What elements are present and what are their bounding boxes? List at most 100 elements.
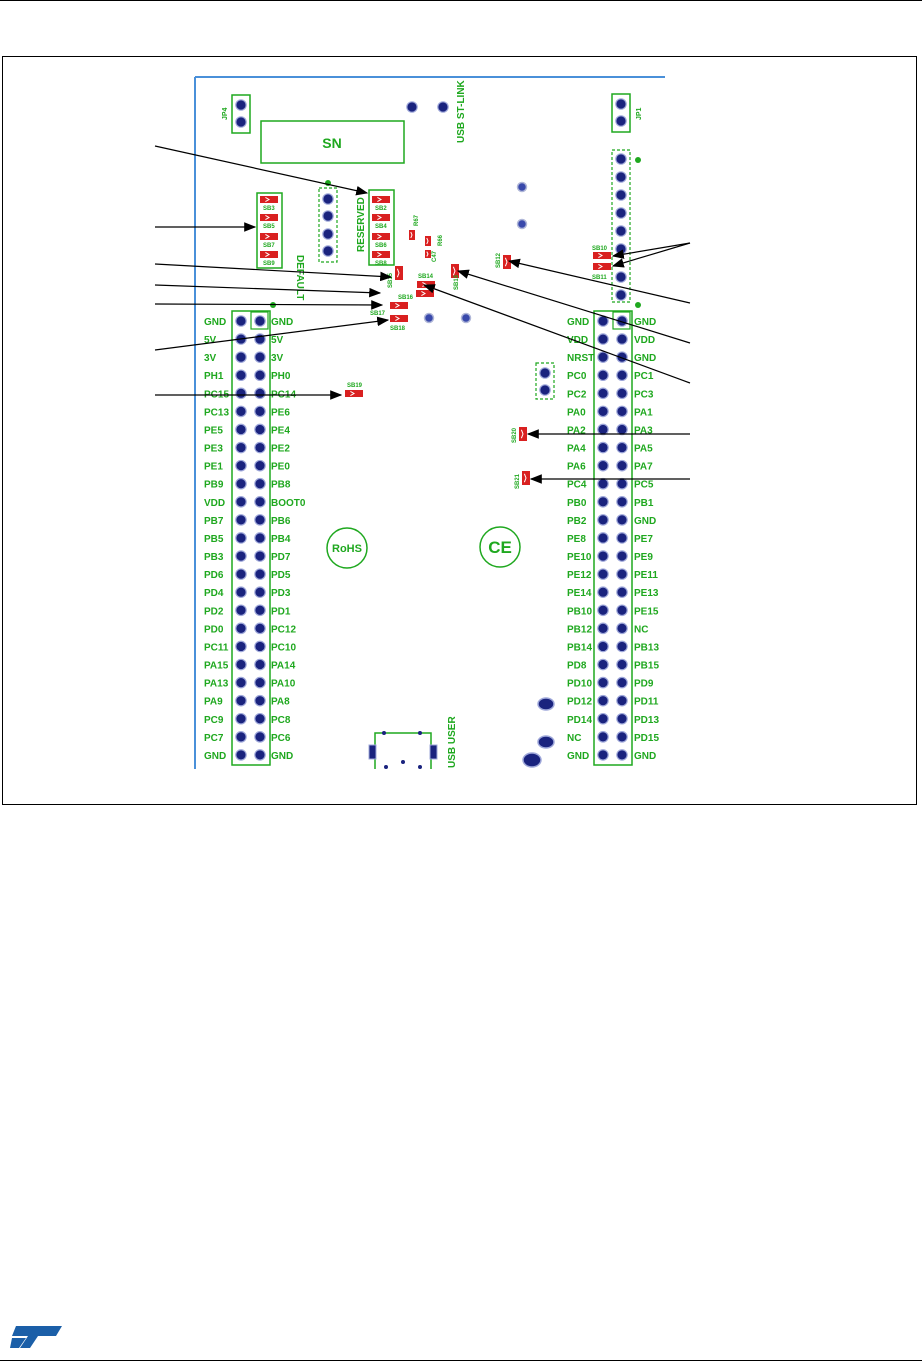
pin-pad: [235, 731, 247, 743]
right-outer-pin-label: PE15: [634, 606, 659, 617]
right-outer-pin-label: GND: [634, 751, 656, 762]
left-inner-pin-label: PD1: [271, 606, 291, 617]
pin-pad: [597, 676, 609, 689]
right-outer-pin-label: VDD: [634, 335, 655, 346]
left-outer-pin-label: PD6: [204, 570, 224, 581]
pin-pad: [597, 712, 609, 725]
stlink-pad: [437, 101, 449, 113]
callout-arrow: [611, 242, 691, 268]
right-outer-pin-label: PC5: [634, 480, 654, 491]
left-outer-pin-label: PD4: [204, 588, 224, 599]
pin-pad: [254, 694, 266, 707]
sb17-label: SB17: [370, 311, 386, 317]
right-outer-pin-label: PE9: [634, 552, 653, 563]
pin-pad: [235, 423, 247, 436]
bridge-mark: [504, 257, 508, 267]
bridge-mark: [377, 233, 382, 240]
jp4-box: [231, 94, 251, 134]
jp1-label: JP1: [636, 107, 643, 120]
left-inner-pin-label: 5V: [271, 335, 284, 346]
pin-pad: [616, 405, 628, 418]
right-inner-pin-label: PB2: [567, 516, 587, 527]
pin-pad: [615, 243, 627, 255]
pin-pad: [322, 193, 334, 205]
bridge-mark: [265, 196, 270, 203]
pin-pad: [616, 586, 628, 598]
pin-pad: [322, 228, 334, 240]
pin-pad: [616, 749, 628, 761]
right-inner-pin-label: PE8: [567, 534, 586, 545]
pin-pad: [322, 245, 334, 257]
sb-label: SB9: [263, 261, 275, 267]
left-outer-pin-label: PC11: [204, 642, 229, 653]
pin-pad: [254, 459, 266, 472]
aux-header-box: [535, 362, 555, 400]
right-inner-pin-label: VDD: [567, 335, 588, 346]
pin-pad: [597, 550, 609, 562]
left-inner-pin-label: PA14: [271, 661, 296, 672]
pin-pad: [235, 550, 247, 562]
pin-pad: [235, 351, 247, 363]
pin-pad: [597, 333, 609, 345]
right-outer-pin-label: PD9: [634, 679, 654, 690]
left-outer-pin-label: PB9: [204, 480, 224, 491]
pin-pad: [254, 495, 266, 508]
left-inner-pin-label: PC8: [271, 715, 291, 726]
right-outer-pin-label: GND: [634, 353, 656, 364]
bridge-mark: [523, 473, 527, 483]
pin-pad: [597, 351, 609, 363]
pin-pad: [597, 423, 609, 436]
pin-pad: [616, 532, 628, 544]
pin-pad: [616, 694, 628, 707]
right-outer-pin-label: PA1: [634, 407, 653, 418]
pin-pad: [235, 387, 247, 400]
default-label: DEFAULT: [294, 255, 305, 300]
pin-pad: [616, 604, 628, 617]
r66-label: R66: [438, 234, 444, 246]
sb-label: SB5: [263, 224, 275, 230]
pin-pad: [615, 153, 627, 165]
pin1-dot: [635, 157, 641, 163]
right-inner-pin-label: PC4: [567, 480, 587, 491]
right-outer-pin-label: PA3: [634, 425, 653, 436]
right-inner-pin-label: PE14: [567, 588, 592, 599]
pin-pad: [235, 315, 247, 327]
bridge-mark: [426, 251, 429, 257]
callout-arrow: [422, 284, 691, 384]
left-inner-pin-label: GND: [271, 751, 293, 762]
sb20-label: SB20: [512, 427, 518, 443]
usb-user-label: USB USER: [447, 716, 458, 768]
pin-pad: [235, 604, 247, 617]
pin-pad: [235, 459, 247, 472]
right-outer-pin-label: PE7: [634, 534, 653, 545]
left-inner-pin-label: PC6: [271, 733, 291, 744]
left-outer-pin-label: PE3: [204, 444, 223, 455]
callout-arrow: [611, 242, 691, 259]
right-inner-pin-label: PD14: [567, 715, 592, 726]
via-pad: [423, 312, 435, 324]
sb11-label: SB11: [592, 275, 607, 281]
usb-pad: [429, 744, 438, 760]
right-inner-pin-label: PC0: [567, 371, 587, 382]
mount-pad: [537, 735, 555, 749]
left-outer-pin-label: 5V: [204, 335, 217, 346]
bridge-mark: [395, 315, 400, 322]
bridge-mark: [410, 231, 413, 239]
pin-pad: [597, 622, 609, 635]
right-inner-pin-label: PB12: [567, 624, 592, 635]
bridge-mark: [377, 196, 382, 203]
jp1-box: [611, 93, 631, 133]
top-rule: [0, 0, 922, 1]
left-inner-pin-label: PH0: [271, 371, 291, 382]
pin-pad: [597, 568, 609, 580]
right-inner-pin-label: NRST: [567, 353, 594, 364]
right-outer-pin-label: PB15: [634, 661, 659, 672]
bridge-mark: [265, 233, 270, 240]
pin-pad: [254, 731, 266, 743]
left-inner-pin-label: 3V: [271, 353, 284, 364]
bridge-mark: [377, 251, 382, 258]
pin-pad: [616, 712, 628, 725]
pin-pad: [616, 495, 628, 508]
usb-pin: [382, 731, 386, 735]
pin-pad: [254, 604, 266, 617]
